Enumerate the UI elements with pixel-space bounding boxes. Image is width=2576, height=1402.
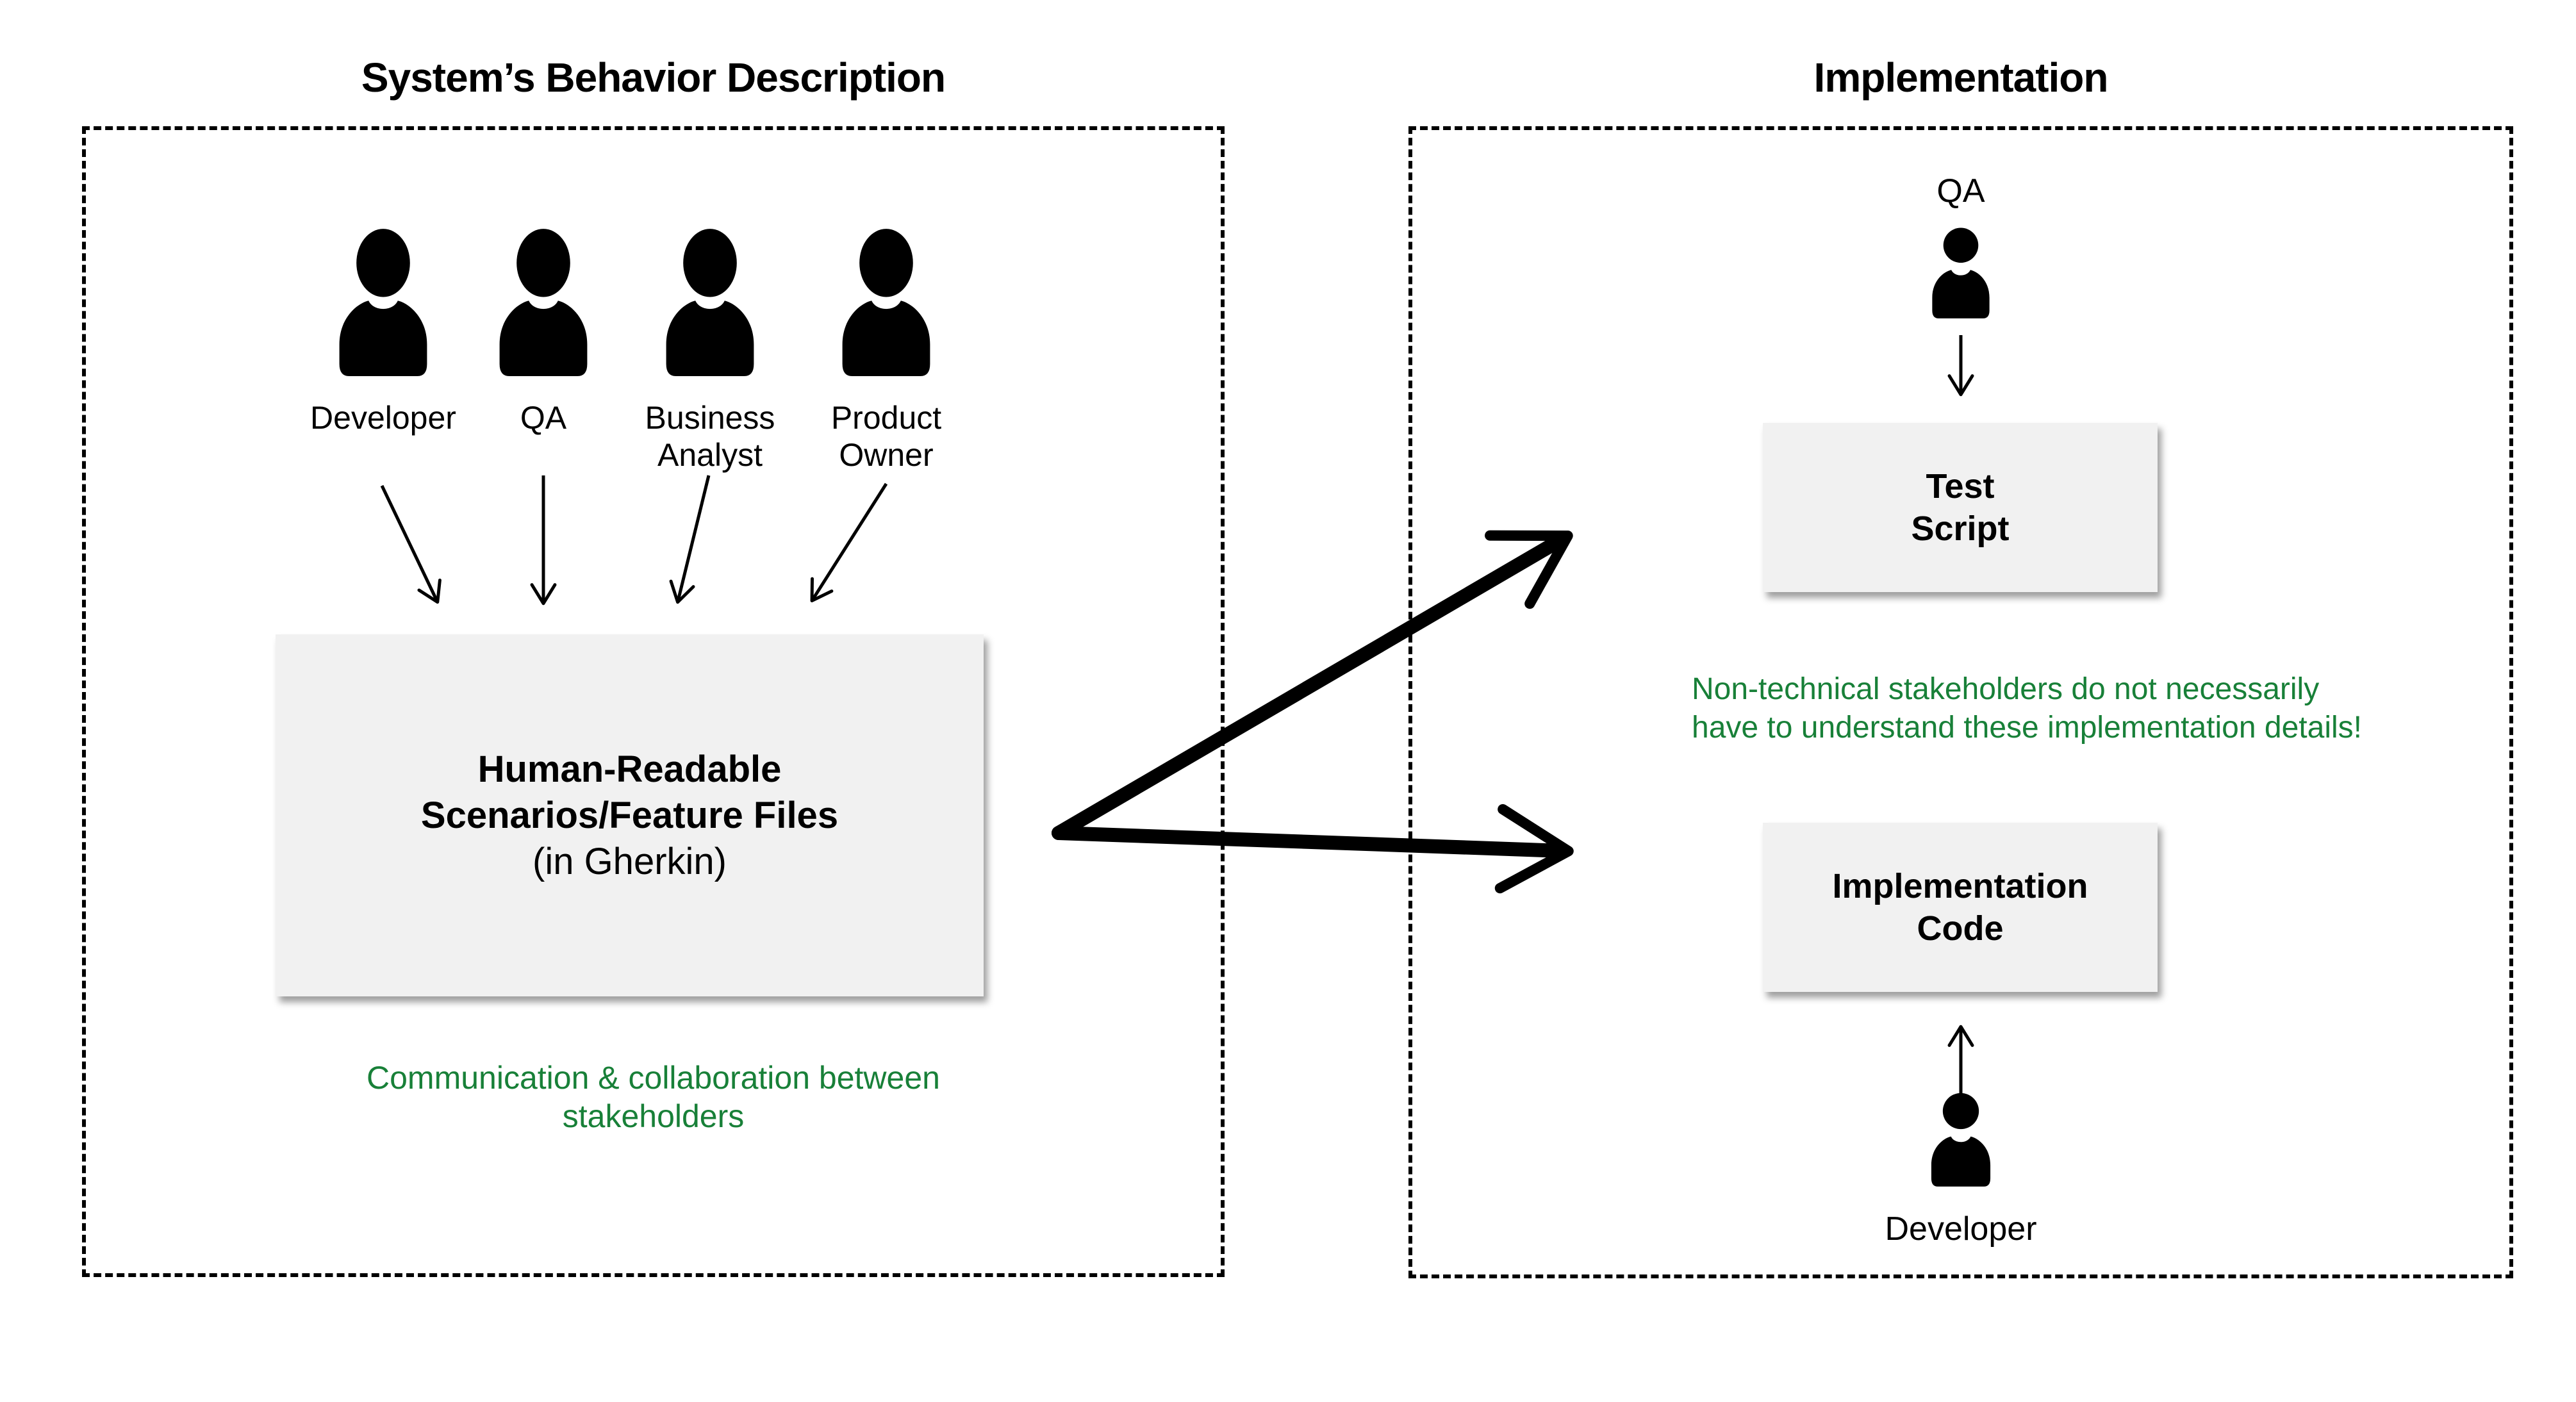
right-panel-title: Implementation bbox=[1813, 54, 2109, 101]
impl-code-line2: Code bbox=[1917, 909, 2004, 948]
stakeholder-label: Product Owner bbox=[830, 400, 942, 473]
stakeholder-developer: Developer bbox=[300, 227, 466, 436]
person-icon bbox=[1921, 224, 2001, 320]
gherkin-box-note: (in Gherkin) bbox=[533, 840, 727, 882]
qa-label: QA bbox=[1936, 172, 1985, 210]
stakeholder-product-owner: Product Owner bbox=[803, 227, 970, 474]
developer-label: Developer bbox=[1885, 1210, 2037, 1248]
test-script-line1: Test bbox=[1926, 467, 1995, 506]
note-line2: have to understand these implementation … bbox=[1692, 711, 2362, 745]
collaboration-caption: Communication & collaboration between st… bbox=[82, 1059, 1225, 1135]
note-line1: Non-technical stakeholders do not necess… bbox=[1692, 672, 2320, 706]
gherkin-box-line1: Human-Readable bbox=[477, 748, 782, 790]
person-icon bbox=[1920, 1089, 2002, 1189]
test-script-box: Test Script bbox=[1763, 423, 2158, 592]
person-icon bbox=[803, 227, 970, 381]
stakeholder-label: Developer bbox=[310, 400, 456, 436]
collaboration-caption-text: Communication & collaboration between st… bbox=[367, 1060, 940, 1134]
stakeholder-qa: QA bbox=[460, 227, 627, 436]
person-icon bbox=[300, 227, 466, 381]
left-panel-title: System’s Behavior Description bbox=[361, 54, 946, 101]
impl-code-line1: Implementation bbox=[1832, 867, 2088, 905]
gherkin-box-line2: Scenarios/Feature Files bbox=[420, 794, 839, 836]
person-icon bbox=[460, 227, 627, 381]
person-icon bbox=[627, 227, 793, 381]
test-script-line2: Script bbox=[1911, 509, 2010, 548]
implementation-code-box: Implementation Code bbox=[1763, 823, 2158, 992]
stakeholder-label: Business Analyst bbox=[645, 400, 775, 473]
gherkin-feature-files-box: Human-Readable Scenarios/Feature Files (… bbox=[276, 634, 984, 996]
stakeholder-business-analyst: Business Analyst bbox=[627, 227, 793, 474]
implementation-details-note: Non-technical stakeholders do not necess… bbox=[1692, 670, 2486, 747]
stakeholder-label: QA bbox=[520, 400, 567, 436]
